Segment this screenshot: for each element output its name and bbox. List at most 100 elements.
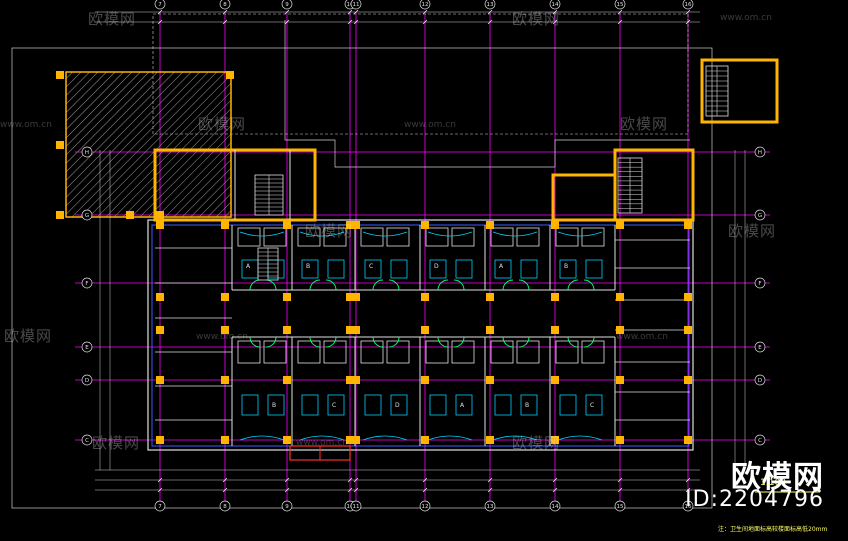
structural-column (156, 293, 164, 301)
bed-fixture (520, 394, 538, 416)
dimension-tick (685, 9, 691, 15)
structural-column (684, 221, 692, 229)
dimension-tick (353, 477, 359, 483)
bathroom-pod (516, 227, 540, 247)
structural-column (156, 376, 164, 384)
brand-id: ID:2204796 (685, 487, 824, 512)
axis-bubble-label: G (758, 213, 762, 219)
structural-column (421, 326, 429, 334)
window-fixture (557, 231, 603, 237)
axis-bubble (484, 500, 496, 512)
axis-bubble-label: C (758, 438, 762, 444)
axis-bubble-label: 11 (353, 2, 360, 8)
structural-column (346, 436, 354, 444)
exterior-wall (147, 219, 694, 451)
dimension-tick (284, 19, 290, 25)
window-fixture (299, 231, 345, 237)
brand-logo: 欧模网 (731, 460, 824, 495)
axis-bubble-label: F (85, 281, 88, 287)
window-fixture (362, 435, 408, 441)
dimension-tick (552, 19, 558, 25)
structural-column (221, 376, 229, 384)
dimension-tick (487, 9, 493, 15)
axis-bubble (754, 146, 766, 158)
bathroom-pod (581, 227, 605, 247)
door-swing (309, 336, 321, 348)
axis-bubble (81, 374, 93, 386)
bathroom-pod (360, 227, 384, 247)
structural-column (616, 436, 624, 444)
axis-bubble-label: 12 (422, 504, 429, 510)
axis-bubble-label: 14 (552, 504, 559, 510)
structural-column (221, 326, 229, 334)
axis-bubble (419, 0, 431, 10)
dimension-tick (353, 19, 359, 25)
structural-column (486, 221, 494, 229)
axis-bubble (350, 500, 362, 512)
bed-fixture (267, 259, 285, 279)
structural-column (421, 376, 429, 384)
bathroom-pod (297, 227, 321, 247)
dimension-tick (347, 487, 353, 493)
dimension-tick (222, 487, 228, 493)
bed-fixture (429, 259, 447, 279)
door-swing (309, 279, 321, 291)
bed-fixture (267, 394, 285, 416)
structural-column (56, 71, 64, 79)
axis-bubble-label: 8 (223, 504, 227, 510)
axis-bubble (154, 500, 166, 512)
door-swing (437, 336, 449, 348)
watermark-url: www.om.cn (0, 120, 52, 130)
axis-bubble (484, 0, 496, 10)
axis-bubble-label: 13 (487, 2, 494, 8)
structural-column (346, 326, 354, 334)
bed-fixture (559, 259, 577, 279)
watermark-url: www.om.cn (296, 438, 348, 448)
structural-column (421, 293, 429, 301)
axis-bubble-label: 9 (285, 2, 289, 8)
axis-bubble (350, 0, 362, 10)
bed-fixture (390, 394, 408, 416)
axis-bubble-label: E (758, 345, 762, 351)
axis-bubble-label: 10 (347, 2, 354, 8)
dimension-tick (157, 487, 163, 493)
watermark: 欧模网 (4, 327, 53, 345)
door-swing (502, 279, 514, 291)
room-tag: A (246, 263, 251, 270)
drawing-note: 注：卫生间地面标高较楼面标高低20mm (718, 526, 828, 533)
door-swing (453, 279, 465, 291)
structural-column (352, 221, 360, 229)
watermark: 欧模网 (88, 10, 137, 28)
bed-fixture (301, 259, 319, 279)
window-fixture (239, 231, 285, 237)
structural-column (283, 436, 291, 444)
bathroom-pod (237, 340, 261, 364)
door-swing (325, 279, 337, 291)
axis-bubble-label: D (85, 378, 89, 384)
axis-bubble (81, 277, 93, 289)
structural-column (352, 326, 360, 334)
dimension-tick (157, 19, 163, 25)
axis-bubble (754, 374, 766, 386)
structural-column (346, 376, 354, 384)
axis-bubble-label: 8 (223, 2, 227, 8)
dimension-tick (552, 487, 558, 493)
axis-bubble-label: 15 (617, 2, 624, 8)
bed-fixture (241, 394, 259, 416)
door-swing (453, 336, 465, 348)
bathroom-pod (581, 340, 605, 364)
door-swing (437, 279, 449, 291)
room-tag: C (332, 402, 336, 409)
dimension-lines (95, 9, 820, 493)
watermark: 欧模网 (198, 115, 247, 133)
axis-bubble-label: C (85, 438, 89, 444)
bed-fixture (327, 259, 345, 279)
dimension-tick (422, 19, 428, 25)
dimension-tick (222, 477, 228, 483)
watermark: 欧模网 (512, 10, 561, 28)
terrace-hatch (65, 71, 232, 218)
structural-column (616, 293, 624, 301)
structural-column (551, 326, 559, 334)
